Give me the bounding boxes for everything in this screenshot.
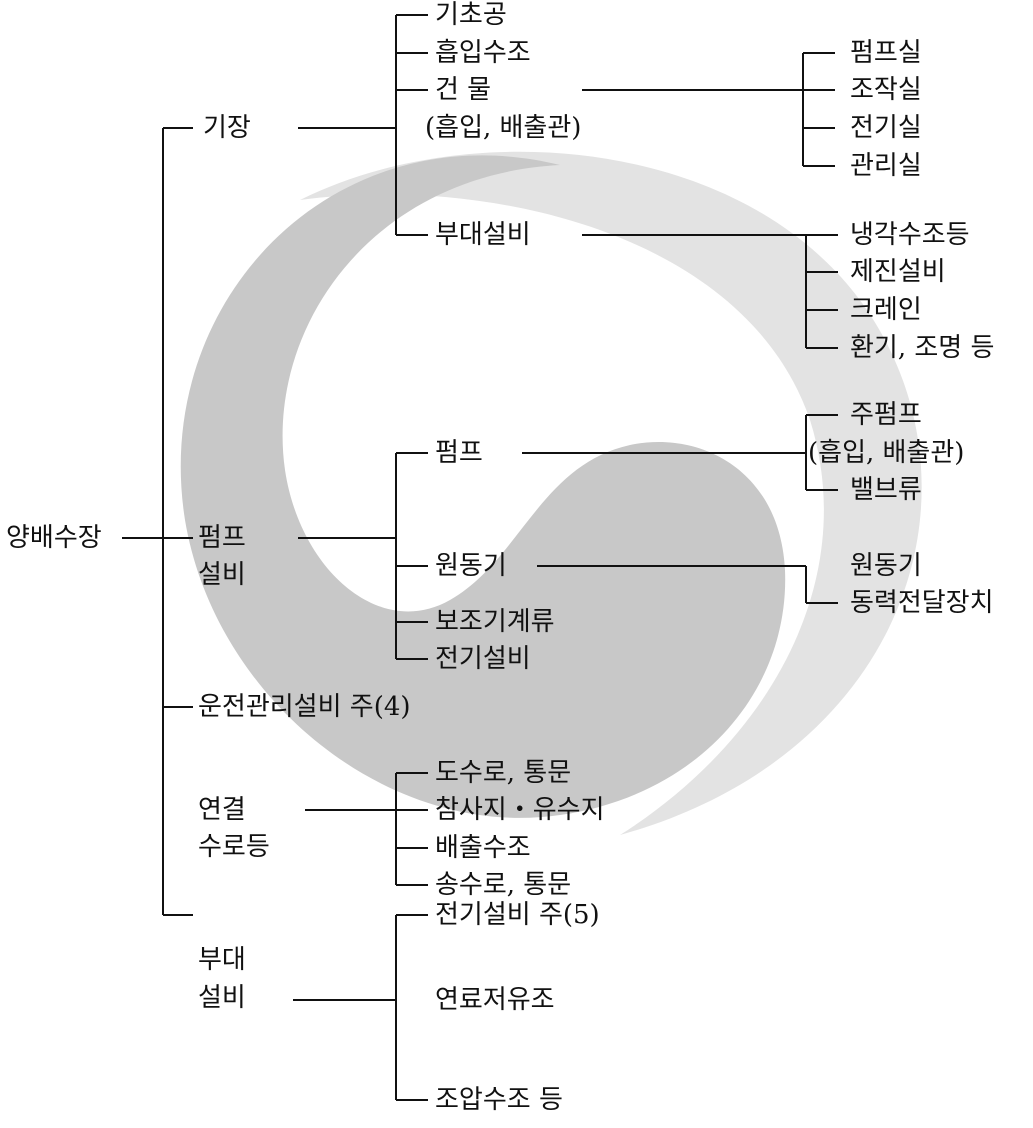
root-node-label: 양배수장	[6, 523, 102, 553]
node-electrical-room: 전기실	[850, 113, 922, 143]
node-settling-reservoir: 참사지・유수지	[435, 795, 605, 825]
node-intake-tank: 흡입수조	[435, 38, 531, 68]
node-dust-removal: 제진설비	[850, 257, 946, 287]
node-connection-line2: 수로등	[198, 832, 270, 862]
node-electrical-equipment: 전기설비	[435, 644, 531, 674]
node-auxiliary-machinery: 보조기계류	[435, 607, 555, 637]
node-crane: 크레인	[850, 295, 922, 325]
connector-auxiliary-ticks	[396, 914, 428, 1101]
connector-gijang-ticks	[396, 14, 428, 236]
node-discharge-tank: 배출수조	[435, 833, 531, 863]
node-power-transmission: 동력전달장치	[850, 588, 994, 618]
node-motor: 원동기	[435, 551, 507, 581]
node-conveyance-sluice: 송수로, 통문	[435, 870, 572, 900]
node-surge-tank: 조압수조 등	[435, 1085, 563, 1115]
node-aux-electrical: 전기설비 주(5)	[435, 900, 600, 930]
connector-building-ticks	[803, 52, 835, 167]
node-gijang: 기장	[203, 113, 251, 143]
node-pump-room: 펌프실	[850, 38, 922, 68]
node-intake-discharge-pipe: (흡입, 배출관)	[425, 113, 582, 143]
node-cooling-tank: 냉각수조등	[850, 220, 970, 250]
node-auxiliary-line1: 부대	[198, 945, 246, 975]
node-valves: 밸브류	[850, 475, 922, 505]
node-management-room: 관리실	[850, 151, 922, 181]
connector-gijang-aux-ticks	[806, 234, 838, 349]
watermark-inner-swirl	[180, 155, 786, 818]
node-gijang-auxiliary: 부대설비	[435, 220, 531, 250]
node-pump: 펌프	[435, 438, 483, 468]
node-foundation: 기초공	[435, 0, 507, 30]
node-pump-intake-discharge-pipe: (흡입, 배출관)	[808, 438, 965, 468]
connector-connection-ticks	[396, 772, 428, 886]
watermark-outer-swirl	[300, 151, 922, 836]
node-auxiliary-line2: 설비	[198, 983, 246, 1013]
connector-pump-ticks	[806, 414, 838, 491]
node-operation-management: 운전관리설비 주(4)	[198, 692, 411, 722]
node-fuel-storage: 연료저유조	[435, 985, 555, 1015]
node-headrace-sluice: 도수로, 통문	[435, 758, 572, 788]
node-ventilation-lighting: 환기, 조명 등	[850, 333, 995, 363]
node-connection-line1: 연결	[198, 795, 246, 825]
node-main-pump: 주펌프	[850, 400, 922, 430]
node-pump-equipment-line2: 설비	[198, 560, 246, 590]
connector-pump-equip-ticks	[396, 452, 428, 660]
node-motor-unit: 원동기	[850, 551, 922, 581]
node-building: 건 물	[435, 75, 492, 105]
node-pump-equipment-line1: 펌프	[198, 523, 246, 553]
node-control-room: 조작실	[850, 75, 922, 105]
